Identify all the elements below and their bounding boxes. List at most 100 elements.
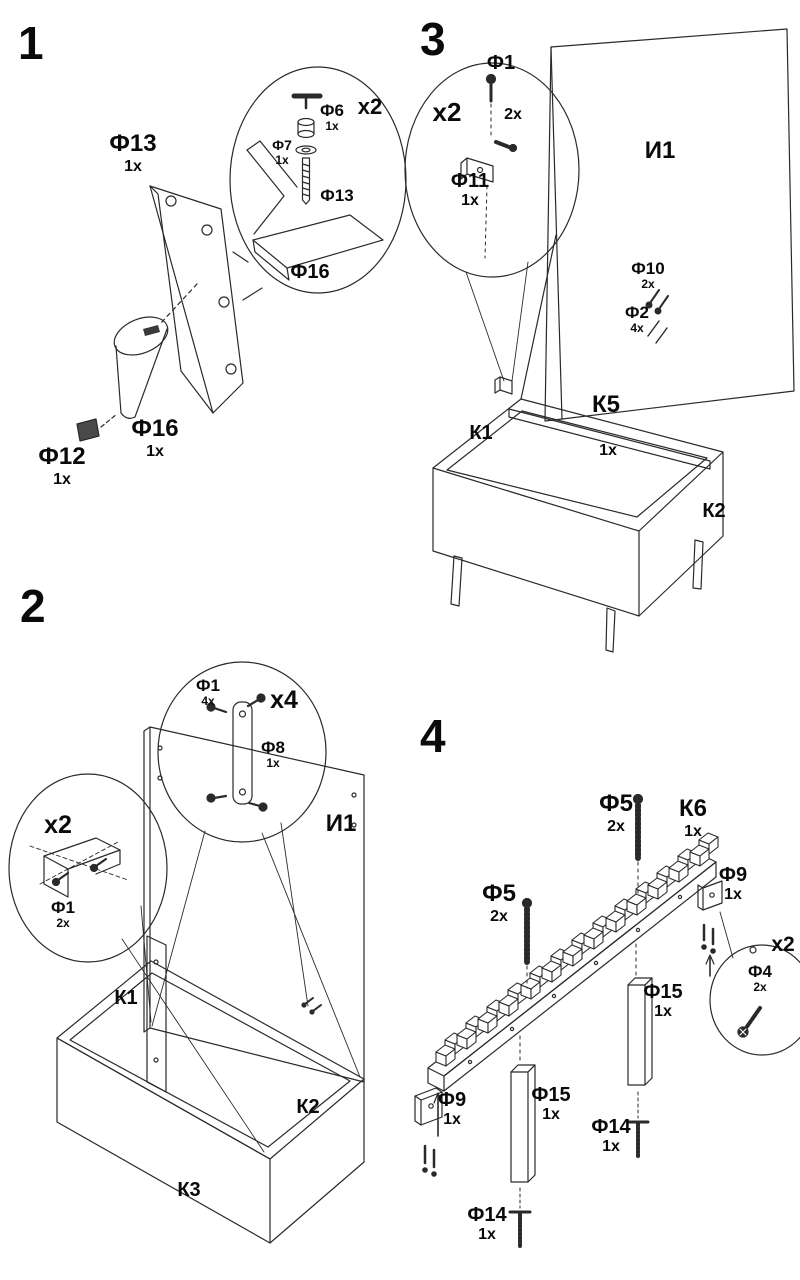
zoomx4-label-f1: Ф1 4x	[196, 676, 220, 708]
part-qty: 1x	[599, 442, 617, 459]
label-f14-right: Ф14 1x	[591, 1116, 630, 1156]
zoom-x4-contents	[206, 693, 268, 812]
part-code: Ф1	[486, 52, 516, 74]
slat-rail-k6	[427, 853, 717, 1092]
part-qty: 2x	[607, 817, 625, 835]
step1-drawing	[76, 66, 407, 442]
zoomx2-multiplier: x2	[44, 811, 72, 839]
label-i1: И1	[644, 137, 676, 165]
part-qty: 1x	[325, 119, 339, 134]
part-qty: 1x	[443, 1111, 461, 1129]
part-code: Ф10	[631, 259, 665, 278]
part-code: К3	[177, 1179, 201, 1201]
part-code: Ф16	[131, 415, 179, 442]
part-code: К6	[679, 795, 707, 822]
part-code: Ф8	[261, 738, 285, 757]
part-qty: 1x	[602, 1138, 620, 1156]
part-code: Ф6	[320, 101, 344, 120]
part-qty: 1x	[542, 1106, 560, 1124]
zoom-circle-x2	[8, 773, 168, 963]
corner-bracket-small	[494, 376, 513, 395]
rail-screws	[301, 997, 322, 1015]
part-qty: 2x	[753, 980, 767, 995]
part-code: Ф4	[748, 962, 772, 981]
part-code: И1	[325, 810, 357, 837]
part-code: Ф14	[467, 1204, 507, 1226]
label-f13: Ф13 1x	[109, 130, 156, 176]
part-qty: 2x	[56, 916, 70, 931]
foot-f14-right	[626, 1091, 650, 1158]
screws-cluster-f10-f2	[645, 289, 669, 344]
part-code: К1	[114, 987, 138, 1009]
label-k1: К1	[469, 422, 492, 444]
zoom1-contents	[246, 93, 384, 281]
bracket-f9-left	[414, 1087, 443, 1177]
part-code: Ф2	[625, 303, 649, 322]
leg-f15-right	[627, 943, 653, 1086]
part-code: Ф7	[272, 137, 292, 153]
part-qty: 1x	[478, 1226, 496, 1244]
part-code: К2	[702, 500, 726, 522]
label-k6: К6 1x	[679, 795, 707, 841]
label-f5-right: Ф5 2x	[599, 790, 633, 836]
part-qty: 1x	[53, 470, 71, 488]
zoomx2-label-f1: Ф1 2x	[51, 898, 75, 930]
glide-square	[76, 418, 100, 442]
part-qty: 1x	[654, 1003, 672, 1021]
zoom4-multiplier: x2	[771, 933, 795, 956]
zoom-x2-contents	[29, 837, 129, 898]
part-code: К5	[592, 391, 620, 418]
part-code: И1	[644, 137, 676, 164]
step3-drawing	[404, 28, 795, 653]
label-f9-right: Ф9 1x	[719, 864, 747, 904]
zoom3-qty-f1: 2x	[504, 106, 522, 124]
step4-drawing	[414, 793, 800, 1248]
label-f2: Ф2 4x	[625, 303, 649, 335]
step1-number: 1	[18, 17, 44, 69]
zoom3-multiplier: x2	[432, 97, 462, 127]
label-f14-left: Ф14 1x	[467, 1204, 506, 1244]
part-code: Ф9	[718, 864, 748, 886]
zoomx4-multiplier: x4	[270, 686, 298, 714]
part-code: Ф12	[38, 443, 86, 470]
foot-f14-left	[508, 1187, 532, 1248]
label-k5: К5	[592, 391, 620, 419]
zoom1-label-f7: Ф7 1x	[272, 137, 292, 167]
step4-number: 4	[420, 710, 446, 762]
label-i1-s2: И1	[325, 810, 357, 838]
label-f15-left: Ф15 1x	[531, 1084, 570, 1124]
label-f15-right: Ф15 1x	[643, 981, 682, 1021]
step2-number: 2	[20, 580, 46, 632]
center-rail-k5	[508, 408, 711, 470]
zoom4-contents	[737, 946, 762, 1038]
zoom-circle	[709, 944, 800, 1056]
zoom1-label-f16: Ф16	[290, 261, 329, 283]
part-qty: 1x	[275, 152, 289, 167]
part-code: Ф1	[196, 676, 220, 695]
part-qty: 1x	[266, 756, 280, 771]
leg-f15-left	[510, 1034, 536, 1183]
part-qty: 1x	[124, 157, 142, 175]
zoom1-label-f6: Ф6 1x	[320, 101, 344, 133]
part-code: Ф11	[450, 170, 490, 192]
label-k2: К2	[702, 500, 725, 522]
headboard-panel	[544, 28, 795, 422]
part-qty: 1x	[684, 822, 702, 840]
part-code: Ф13	[320, 186, 354, 205]
part-qty: 2x	[641, 277, 655, 292]
bolt-f5-right	[632, 793, 644, 897]
label-f5-left: Ф5 2x	[482, 880, 516, 926]
zoom3-label-f11: Ф11 1x	[451, 170, 489, 210]
part-qty: 4x	[630, 321, 644, 336]
part-code: Ф1	[51, 898, 75, 917]
label-f12: Ф12 1x	[38, 443, 86, 489]
zoom-circle-x4	[157, 661, 327, 843]
corner-plate	[149, 185, 244, 414]
part-code: Ф5	[599, 790, 633, 817]
label-k3-s2: К3	[177, 1179, 200, 1201]
bed-frame	[432, 398, 724, 653]
bracket-f9-right	[697, 880, 723, 977]
part-code: Ф14	[591, 1116, 631, 1138]
zoom-circle	[229, 66, 407, 294]
